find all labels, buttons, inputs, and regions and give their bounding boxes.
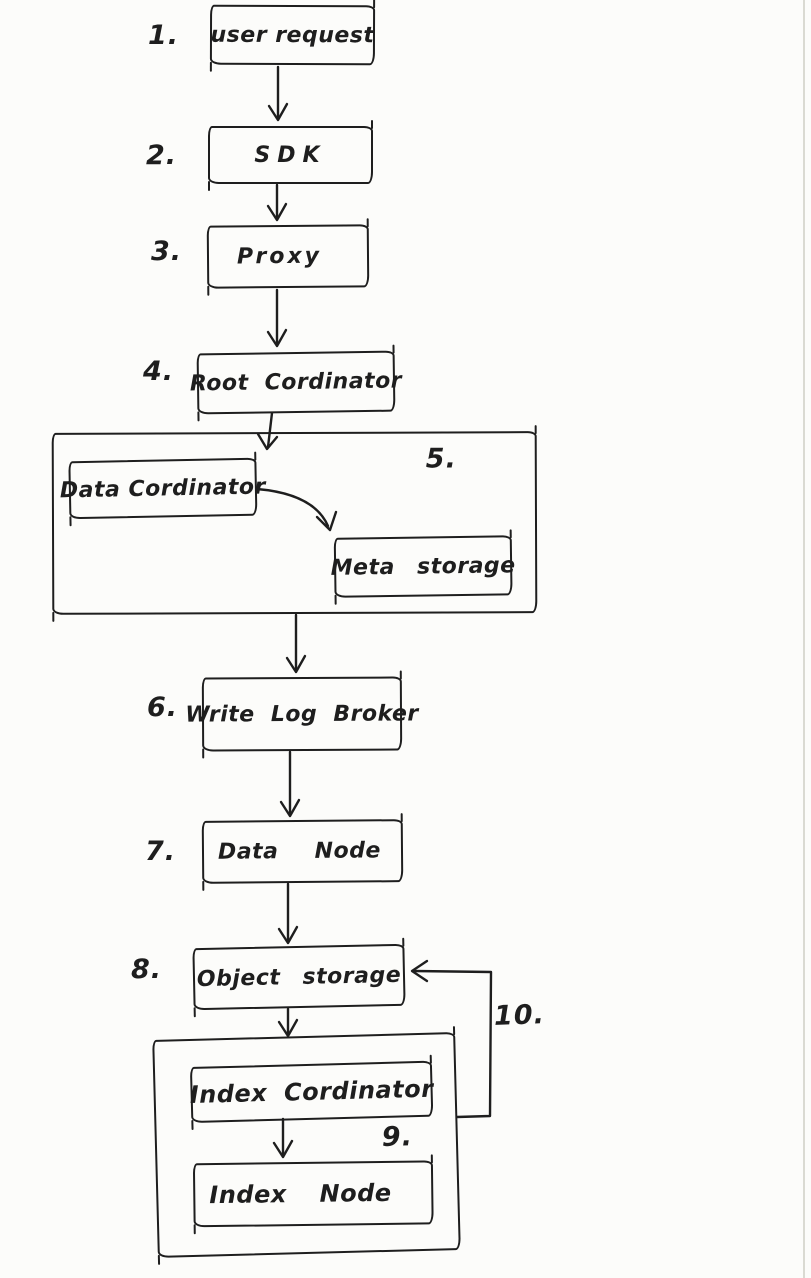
node-index-coordinator: Index Cordinator: [189, 1060, 434, 1124]
arrow-write-log-broker-to-data-node: [279, 750, 301, 818]
arrow-user-request-to-sdk: [267, 65, 289, 122]
node-user-request: user request: [209, 4, 376, 66]
step-number-8: 8.: [131, 954, 163, 985]
node-write-log-broker-label: Write Log Broker: [185, 700, 419, 728]
step-number-6: 6.: [147, 692, 179, 723]
arrow-data-node-to-object-storage: [277, 882, 299, 945]
arrow-sdk-to-proxy: [266, 183, 288, 222]
node-data-node: Data Node: [201, 819, 404, 884]
step-number-4: 4.: [143, 356, 175, 387]
node-index-node: Index Node: [192, 1160, 434, 1228]
arrow-object-storage-to-group9: [277, 1007, 299, 1038]
node-write-log-broker: Write Log Broker: [185, 676, 419, 752]
node-data-coordinator-label: Data Cordinator: [59, 473, 267, 503]
node-object-storage: Object storage: [192, 943, 406, 1011]
node-index-node-label: Index Node: [209, 1178, 392, 1210]
node-sdk-label: SDK: [254, 142, 327, 168]
node-meta-storage: Meta storage: [330, 535, 516, 598]
node-root-coordinator: Root Cordinator: [190, 350, 402, 415]
node-user-request-label: user request: [210, 22, 375, 48]
step-number-5: 5.: [425, 443, 457, 475]
step-number-10: 10.: [493, 999, 546, 1032]
step-number-1: 1.: [148, 20, 180, 51]
node-proxy: Proxy: [206, 224, 370, 289]
step-number-9: 9.: [381, 1121, 414, 1154]
node-root-coordinator-label: Root Cordinator: [189, 368, 403, 397]
node-index-coordinator-label: Index Cordinator: [189, 1074, 434, 1110]
arrow-proxy-to-root-coordinator: [266, 288, 288, 348]
paper-scan-edge: [803, 0, 805, 1278]
step-number-2: 2.: [146, 140, 178, 171]
step-number-7: 7.: [145, 836, 177, 867]
group-5-container: 5. Data Cordinator Meta storage: [51, 431, 538, 615]
node-data-node-label: Data Node: [217, 838, 381, 865]
node-object-storage-label: Object storage: [196, 962, 402, 992]
loop-arrow-group9-to-object-storage: [410, 959, 493, 1119]
arrow-group5-to-write-log-broker: [285, 613, 307, 674]
step-number-3: 3.: [151, 236, 183, 267]
node-meta-storage-label: Meta storage: [330, 552, 516, 581]
node-data-coordinator: Data Cordinator: [60, 457, 266, 520]
node-sdk: SDK: [207, 120, 374, 191]
node-proxy-label: Proxy: [236, 243, 323, 270]
group-9-container: 9. Index Cordinator Index Node: [152, 1032, 461, 1258]
